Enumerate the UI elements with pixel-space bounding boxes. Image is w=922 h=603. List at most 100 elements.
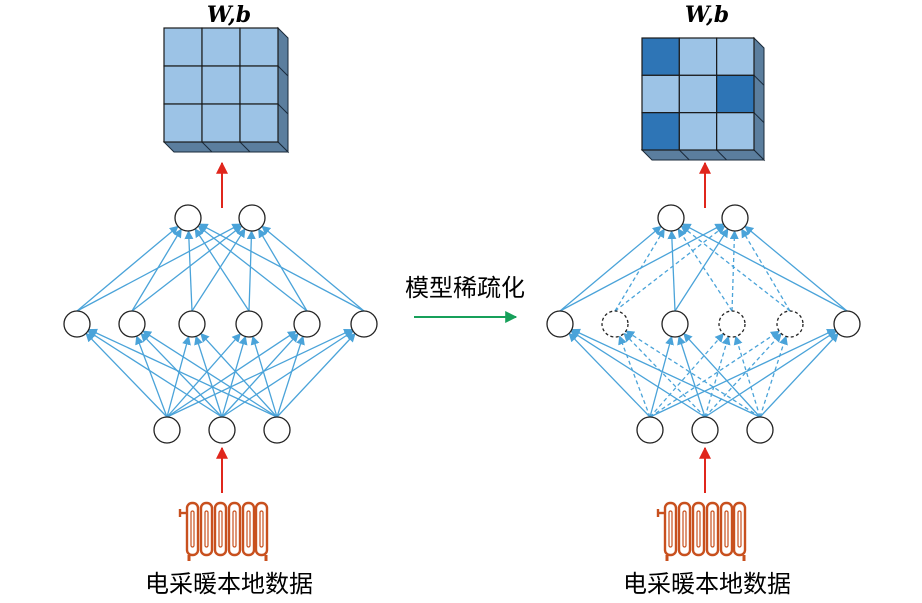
right-connection (623, 332, 706, 418)
right-weight-cell (716, 74, 755, 114)
left-input-node (263, 416, 291, 444)
left-weight-cell (163, 27, 203, 67)
left-weight-cell (163, 65, 203, 105)
right-weight-matrix-cube (640, 36, 766, 162)
left-connection (250, 335, 278, 418)
right-cube-side (753, 36, 765, 162)
right-connection (649, 328, 837, 418)
right-connection (677, 335, 706, 418)
left-hidden-node (293, 310, 321, 338)
left-weight-cell (239, 103, 279, 143)
left-input-node (208, 416, 236, 444)
left-neural-network (63, 161, 378, 493)
right-connection (704, 332, 782, 418)
left-connection (142, 330, 278, 418)
left-panel: W,b 电采暖本地数据 (63, 2, 378, 598)
left-connection (166, 333, 241, 418)
right-connection (733, 335, 761, 418)
left-cube-side (277, 26, 289, 154)
right-connection (683, 332, 761, 418)
left-connection (276, 332, 356, 418)
right-cube-bottom (640, 149, 766, 161)
left-connection (191, 228, 246, 312)
right-input-node (746, 416, 774, 444)
left-connection (258, 228, 308, 312)
left-connection (87, 328, 278, 418)
left-weight-cell (239, 65, 279, 105)
right-output-node (721, 204, 749, 232)
right-hidden-node (546, 310, 574, 338)
right-connection (568, 332, 651, 418)
right-output-node (657, 204, 685, 232)
left-input-node (153, 416, 181, 444)
right-neural-network (546, 161, 861, 493)
right-weight-cell (641, 37, 680, 76)
left-hidden-node (178, 310, 206, 338)
left-connection (131, 228, 182, 312)
left-connection (221, 330, 354, 418)
left-weight-cell (239, 27, 279, 67)
left-connection (221, 332, 299, 418)
right-pruned-hidden-node (601, 310, 629, 338)
left-connection (246, 230, 256, 312)
right-connection (618, 335, 651, 418)
right-connection (681, 223, 848, 312)
left-connection (87, 330, 223, 418)
transition-label: 模型稀疏化 (405, 274, 525, 302)
right-weight-cell (678, 74, 718, 114)
right-connection (677, 228, 733, 312)
right-weight-cell (641, 74, 680, 114)
left-connection (166, 328, 354, 418)
right-weight-cell (716, 37, 755, 76)
right-panel: W,b 电采暖本地数据 (546, 2, 861, 598)
right-connection (570, 330, 706, 418)
left-hidden-node (350, 310, 378, 338)
right-pruned-hidden-node (718, 310, 746, 338)
left-connection (135, 335, 168, 418)
right-connection (729, 230, 739, 312)
left-heater-icon (178, 501, 269, 561)
left-hidden-node (235, 310, 263, 338)
left-input-label: 电采暖本地数据 (145, 570, 313, 598)
right-connection (741, 228, 791, 312)
left-connection (197, 225, 308, 312)
right-connection (759, 332, 839, 418)
left-weight-label: W,b (207, 2, 251, 28)
right-hidden-node (833, 310, 861, 338)
right-weight-cell (678, 37, 718, 76)
left-connection (221, 335, 248, 418)
right-connection (570, 328, 761, 418)
left-cube-bottom (162, 141, 290, 153)
left-hidden-node (118, 310, 146, 338)
right-connection (759, 335, 788, 418)
right-connection (667, 230, 677, 312)
left-connection (166, 330, 297, 418)
left-weight-matrix-cube (162, 26, 290, 154)
right-weight-cell (641, 112, 680, 151)
left-connection (198, 223, 365, 312)
right-connection (625, 330, 761, 418)
left-connection (194, 335, 223, 418)
left-output-node (174, 204, 202, 232)
left-output-node (238, 204, 266, 232)
right-connection (649, 333, 724, 418)
left-connection (200, 332, 278, 418)
left-connection (131, 225, 243, 312)
left-connection (140, 332, 223, 418)
right-connection (704, 330, 837, 418)
right-pruned-hidden-node (776, 310, 804, 338)
left-connection (261, 225, 365, 312)
left-connection (184, 230, 194, 312)
left-connection (85, 332, 168, 418)
left-connection (194, 228, 250, 312)
right-connection (649, 330, 780, 418)
left-connection (76, 225, 179, 312)
right-connection (744, 225, 848, 312)
right-connection (614, 225, 726, 312)
right-weight-label: W,b (685, 2, 729, 28)
right-connection (674, 228, 729, 312)
right-connection (649, 335, 674, 418)
right-heater-icon (656, 501, 747, 561)
left-weight-cell (201, 65, 241, 105)
